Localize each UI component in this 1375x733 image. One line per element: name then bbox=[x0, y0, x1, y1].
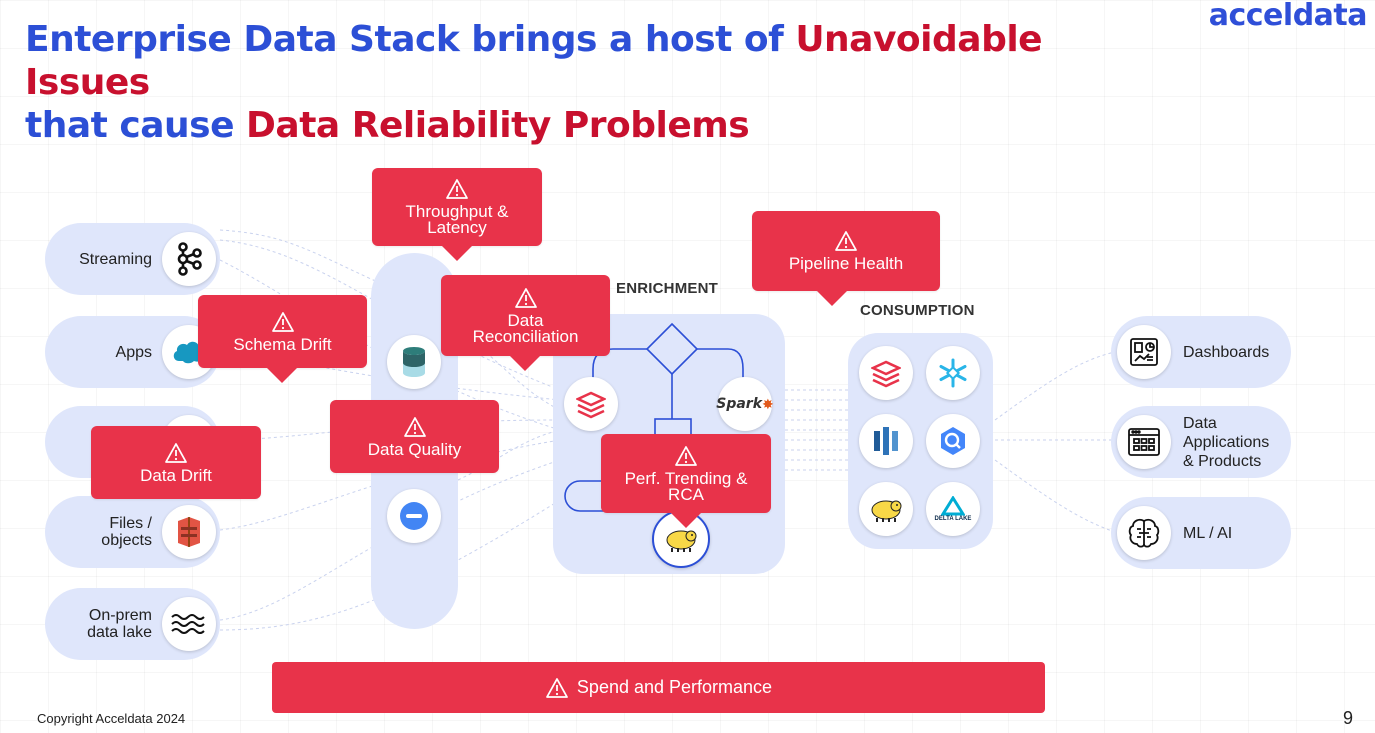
issue-pipeline-health: Pipeline Health bbox=[752, 211, 940, 306]
issue-label: Data Reconciliation bbox=[472, 310, 579, 346]
waves-icon bbox=[162, 597, 216, 651]
issue-data-drift: Data Drift bbox=[91, 426, 261, 499]
redshift-icon bbox=[859, 414, 913, 468]
warning-icon bbox=[675, 445, 697, 466]
source-onprem: On-prem data lake bbox=[45, 588, 220, 660]
consumption-label: CONSUMPTION bbox=[860, 302, 975, 319]
enrichment-label: ENRICHMENT bbox=[616, 280, 718, 297]
issue-data-quality: Data Quality bbox=[330, 400, 499, 473]
aws-s3-icon bbox=[162, 505, 216, 559]
hadoop-icon bbox=[859, 482, 913, 536]
output-label: Dashboards bbox=[1183, 343, 1270, 361]
output-label: ML / AI bbox=[1183, 524, 1233, 542]
issue-label: Perf. Trending & RCA bbox=[624, 468, 748, 504]
storage-icon bbox=[387, 335, 441, 389]
kafka-icon bbox=[162, 232, 216, 286]
warning-icon bbox=[446, 179, 468, 199]
delta-lake-label: DELTA LAKE bbox=[934, 516, 972, 522]
warning-icon bbox=[271, 311, 294, 332]
dashboard-icon bbox=[1117, 325, 1171, 379]
warning-icon bbox=[546, 677, 568, 698]
callout-pointer bbox=[441, 245, 473, 261]
output-dashboards: Dashboards bbox=[1111, 316, 1291, 388]
output-label: Data Applications & Products bbox=[1183, 414, 1270, 470]
output-ml-ai: ML / AI bbox=[1111, 497, 1291, 569]
source-streaming: Streaming bbox=[45, 223, 220, 295]
title-line1-highlight: Unavoidable Issues bbox=[25, 19, 1043, 103]
copyright: Copyright Acceldata 2024 bbox=[37, 711, 186, 726]
databricks-icon bbox=[859, 346, 913, 400]
source-label: On-prem data lake bbox=[87, 607, 152, 641]
warning-icon bbox=[835, 231, 857, 251]
title-line2-highlight: Data Reliability Problems bbox=[246, 105, 750, 146]
warning-icon bbox=[403, 416, 426, 437]
warning-icon bbox=[165, 442, 187, 463]
spark-label: Spark bbox=[716, 396, 763, 412]
source-files: Files / objects bbox=[45, 496, 220, 568]
databricks-icon bbox=[564, 377, 618, 431]
delta-lake-icon: DELTA LAKE bbox=[926, 482, 980, 536]
brain-icon bbox=[1117, 506, 1171, 560]
issue-label: Data Drift bbox=[140, 465, 212, 485]
source-label: Apps bbox=[115, 343, 152, 361]
issue-throughput-latency: Throughput & Latency bbox=[372, 168, 542, 261]
callout-pointer bbox=[816, 290, 848, 306]
spark-star-icon: ✸ bbox=[762, 395, 774, 412]
issue-perf-trending-rca: Perf. Trending & RCA bbox=[601, 434, 771, 528]
callout-pointer bbox=[509, 355, 541, 371]
page-title: Enterprise Data Stack brings a host of U… bbox=[25, 18, 1145, 147]
source-apps: Apps bbox=[45, 316, 220, 388]
title-line2-part1: that cause bbox=[25, 105, 247, 146]
spark-icon: Spark✸ bbox=[716, 377, 774, 431]
dataflow-icon bbox=[387, 489, 441, 543]
issue-label: Pipeline Health bbox=[788, 254, 904, 273]
bigquery-icon bbox=[926, 414, 980, 468]
issue-label: Throughput & Latency bbox=[405, 202, 509, 237]
issue-label: Spend and Performance bbox=[576, 677, 773, 697]
title-line1-part1: Enterprise Data Stack brings a host of bbox=[25, 19, 796, 60]
issue-label: Data Quality bbox=[367, 439, 462, 459]
output-data-applications: Data Applications & Products bbox=[1111, 406, 1291, 478]
callout-pointer bbox=[670, 512, 702, 528]
page-number: 9 bbox=[1342, 708, 1353, 728]
source-label: Files / objects bbox=[101, 515, 152, 549]
warning-icon bbox=[514, 287, 537, 308]
callout-pointer bbox=[266, 367, 298, 383]
source-label: Streaming bbox=[79, 250, 152, 268]
issue-spend-performance: Spend and Performance bbox=[272, 662, 1045, 713]
acceldata-logo: acceldata bbox=[1208, 0, 1368, 33]
snowflake-icon bbox=[926, 346, 980, 400]
app-grid-icon bbox=[1117, 415, 1171, 469]
issue-label: Schema Drift bbox=[233, 334, 332, 354]
issue-data-reconciliation: Data Reconciliation bbox=[441, 275, 610, 371]
issue-schema-drift: Schema Drift bbox=[198, 295, 367, 383]
